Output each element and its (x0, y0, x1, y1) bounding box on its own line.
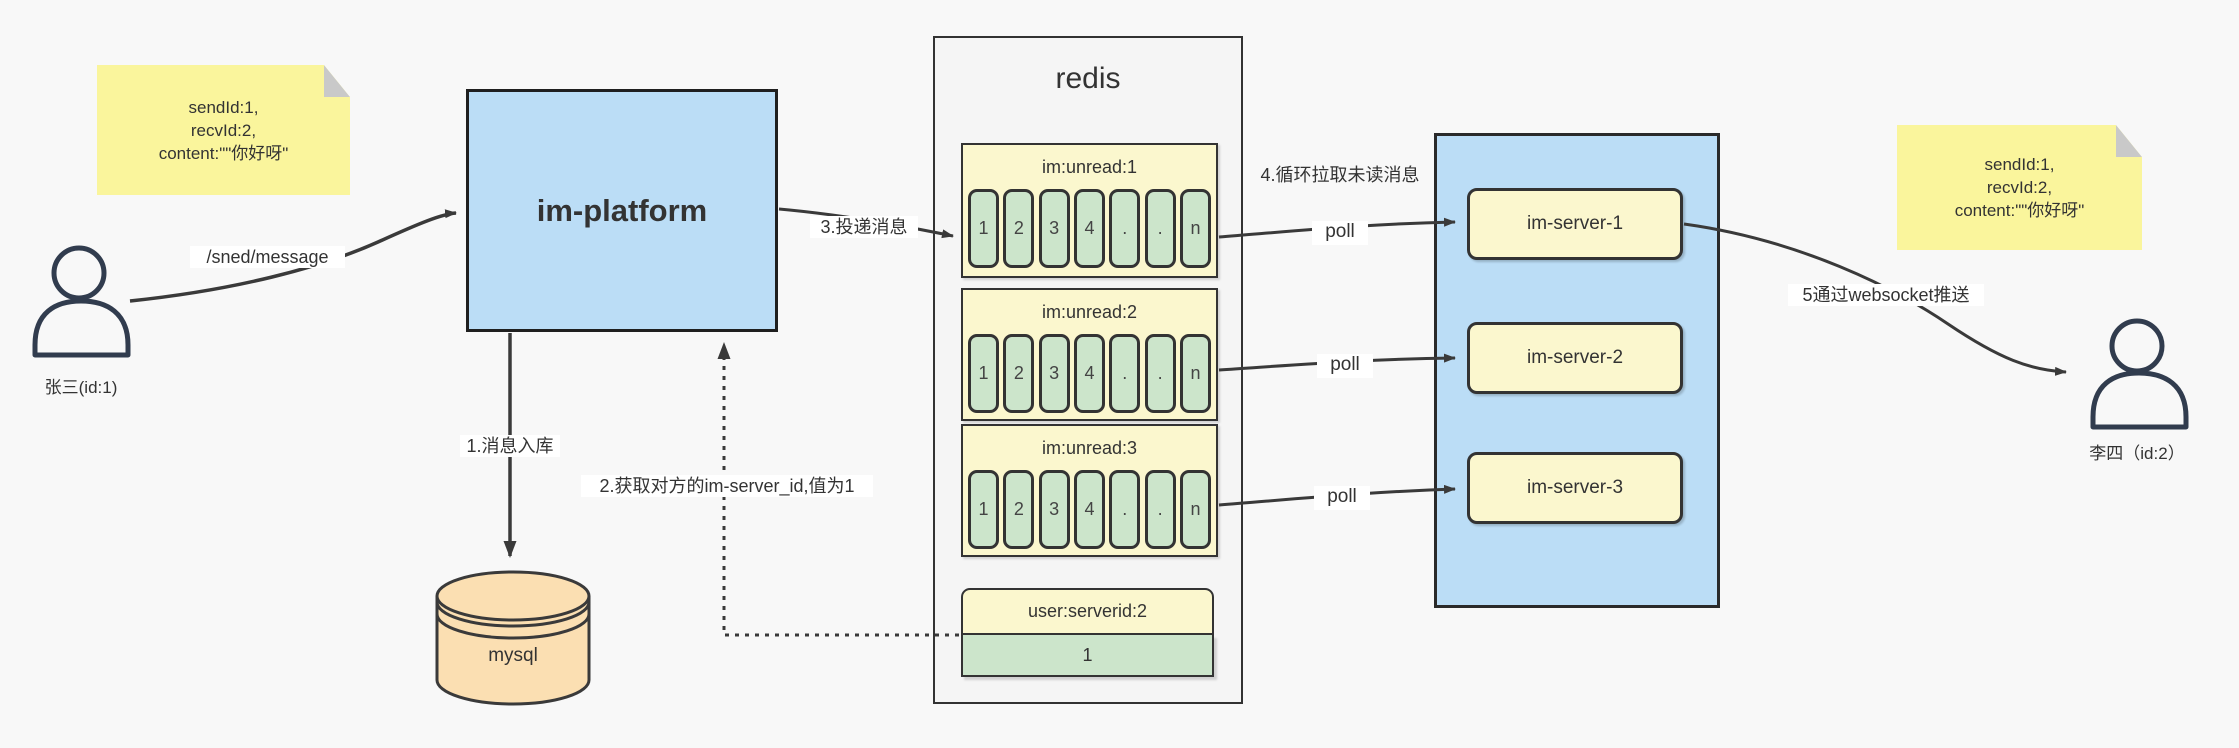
queue-cell: 3 (1038, 189, 1070, 268)
edge-label-poll-1: poll (1312, 221, 1368, 245)
edge-label-send-api: /sned/message (190, 246, 345, 268)
folded-corner-icon (2116, 125, 2142, 157)
im-server-3-node: im-server-3 (1467, 452, 1683, 524)
user-icon-receiver (2090, 318, 2189, 430)
queue-header: im:unread:2 (1041, 301, 1138, 322)
queue-cell: . (1144, 470, 1176, 549)
queue-cell: 4 (1073, 334, 1105, 413)
mysql-db-icon (435, 570, 591, 706)
edge-label-poll-2: poll (1317, 354, 1373, 378)
queue-header: im:unread:3 (1041, 437, 1138, 458)
folded-corner-icon (324, 65, 350, 97)
kv-value: 1 (961, 635, 1214, 677)
sticky-note-left: sendId:1, recvId:2, content:""你好呀" (97, 65, 350, 195)
redis-user-serverid-entry: user:serverid:2 1 (961, 588, 1214, 677)
sender-label: 张三(id:1) (44, 378, 118, 397)
edge-label-step4: 4.循环拉取未读消息 (1260, 165, 1420, 185)
queue-cell: . (1144, 189, 1176, 268)
sticky-line: content:""你好呀" (158, 143, 289, 163)
queue-cell: 1 (968, 470, 999, 549)
edge-label-step5: 5通过websocket推送 (1788, 284, 1984, 306)
im-server-2-node: im-server-2 (1467, 322, 1683, 394)
queue-cell: 4 (1073, 189, 1105, 268)
queue-cell: . (1144, 334, 1176, 413)
sticky-note-right: sendId:1, recvId:2, content:""你好呀" (1897, 125, 2142, 250)
im-platform-label: im-platform (536, 192, 708, 228)
sticky-line: recvId:2, (1986, 178, 2053, 197)
im-server-1-node: im-server-1 (1467, 188, 1683, 260)
kv-key: user:serverid:2 (961, 588, 1214, 635)
sticky-line: sendId:1, (1984, 155, 2055, 174)
queue-cell: n (1179, 470, 1211, 549)
queue-cell: n (1179, 334, 1211, 413)
queue-cell: 1 (968, 334, 999, 413)
edge-label-step3: 3.投递消息 (810, 216, 918, 238)
sticky-line: content:""你好呀" (1954, 201, 2085, 220)
queue-cell: . (1109, 334, 1141, 413)
queue-header: im:unread:1 (1041, 156, 1138, 177)
edge-label-poll-3: poll (1314, 486, 1370, 510)
queue-cell: 2 (1003, 470, 1035, 549)
queue-cell: 2 (1003, 189, 1035, 268)
sticky-line: recvId:2, (190, 120, 257, 140)
mysql-label: mysql (488, 645, 538, 666)
queue-cell: 3 (1038, 334, 1070, 413)
user-icon-sender (32, 245, 131, 358)
queue-cell: 2 (1003, 334, 1035, 413)
sticky-line: sendId:1, (188, 97, 259, 117)
redis-title: redis (1055, 62, 1121, 95)
receiver-label: 李四（id:2） (2089, 444, 2185, 463)
edge-label-step1: 1.消息入库 (460, 435, 560, 457)
queue-cell: 4 (1073, 470, 1105, 549)
edge-label-step2: 2.获取对方的im-server_id,值为1 (581, 475, 873, 497)
queue-cell: 3 (1038, 470, 1070, 549)
queue-cell: . (1109, 470, 1141, 549)
queue-cell: n (1179, 189, 1211, 268)
queue-cell: 1 (968, 189, 999, 268)
queue-cell: . (1109, 189, 1141, 268)
im-platform-node: im-platform (466, 89, 778, 332)
